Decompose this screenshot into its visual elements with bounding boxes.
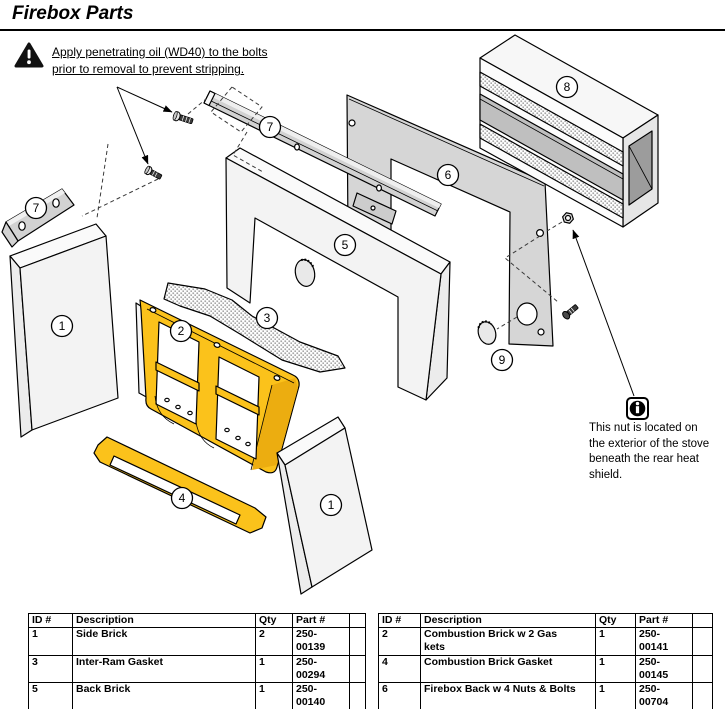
note-pointer-arrow [572,229,635,397]
warning-line-1: Apply penetrating oil (WD40) to the bolt… [52,45,268,59]
svg-text:7: 7 [267,120,274,134]
column-header [349,613,366,628]
table-cell: 6 [378,682,421,709]
table-cell: 1 [595,682,636,709]
callout-part5: 5 [333,233,357,257]
column-header [692,613,713,628]
table-cell: 3 [28,655,73,683]
bolt-icon [144,165,163,180]
svg-text:2: 2 [178,324,185,338]
warning-block: Apply penetrating oil (WD40) to the bolt… [14,42,267,78]
column-header: Part # [292,613,350,628]
callout-part8: 8 [555,75,579,99]
nut-location-note: This nut is located on the exterior of t… [589,422,710,481]
table-cell: 250-00139 [292,627,350,656]
table-cell [349,627,366,656]
table-cell: 1 [255,655,293,683]
table-cell: 250-00704 [635,682,693,709]
svg-text:9: 9 [499,353,506,367]
table-cell [692,655,713,683]
part-5-back-brick [225,147,451,401]
callout-part6: 6 [436,163,460,187]
page-title: Firebox Parts [12,3,134,24]
callout-part7-left: 7 [24,196,48,220]
callout-part1-left: 1 [50,314,74,338]
table-cell: Firebox Back w 4 Nuts & Bolts [420,682,596,709]
push-plug-on-back-brick [294,258,316,287]
warning-triangle-icon [14,42,44,68]
table-cell: Side Brick [72,627,256,656]
svg-text:5: 5 [342,238,349,252]
bolt-icon [562,304,579,320]
info-icon [626,397,649,420]
svg-text:8: 8 [564,80,571,94]
table-cell: Combustion Brick Gasket [420,655,596,683]
column-header: Description [72,613,256,628]
bolt-icon [172,111,194,125]
table-cell: 1 [255,682,293,709]
warning-line-2: prior to removal to prevent stripping. [52,62,245,76]
column-header: Qty [255,613,293,628]
table-cell: Combustion Brick w 2 Gas kets [420,627,596,656]
column-header: Part # [635,613,693,628]
warning-text: Apply penetrating oil (WD40) to the bolt… [52,42,267,78]
svg-text:4: 4 [179,491,186,505]
svg-text:1: 1 [328,498,335,512]
callout-part1-bottom: 1 [319,493,343,517]
nut-icon [562,212,574,224]
table-cell: Inter-Ram Gasket [72,655,256,683]
table-cell: 250-00141 [635,627,693,656]
table-cell [349,682,366,709]
part-9-push-plug [477,320,497,345]
assembly-dashed-lines [81,86,563,330]
table-cell: 4 [378,655,421,683]
svg-text:7: 7 [33,201,40,215]
table-cell: 2 [255,627,293,656]
column-header: ID # [378,613,421,628]
svg-text:6: 6 [445,168,452,182]
title-divider [0,29,725,31]
table-cell: Back Brick [72,682,256,709]
column-header: ID # [28,613,73,628]
warning-pointer-arrows [116,86,173,165]
column-header: Qty [595,613,636,628]
callout-part9: 9 [490,348,514,372]
table-cell: 250-00140 [292,682,350,709]
part-3-inter-ram-gasket [163,282,346,373]
table-cell: 1 [28,627,73,656]
part-8-combustor-pack [479,34,659,228]
table-cell: 1 [595,655,636,683]
svg-text:3: 3 [264,311,271,325]
table-cell: 5 [28,682,73,709]
table-cell: 2 [378,627,421,656]
table-cell: 250-00145 [635,655,693,683]
column-header: Description [420,613,596,628]
callout-part4: 4 [170,486,194,510]
table-cell [349,655,366,683]
table-cell [692,682,713,709]
callout-part3: 3 [255,306,279,330]
table-cell: 1 [595,627,636,656]
svg-text:1: 1 [59,319,66,333]
table-cell: 250-00294 [292,655,350,683]
callout-part7-top: 7 [258,115,282,139]
callout-part2: 2 [169,319,193,343]
table-cell [692,627,713,656]
